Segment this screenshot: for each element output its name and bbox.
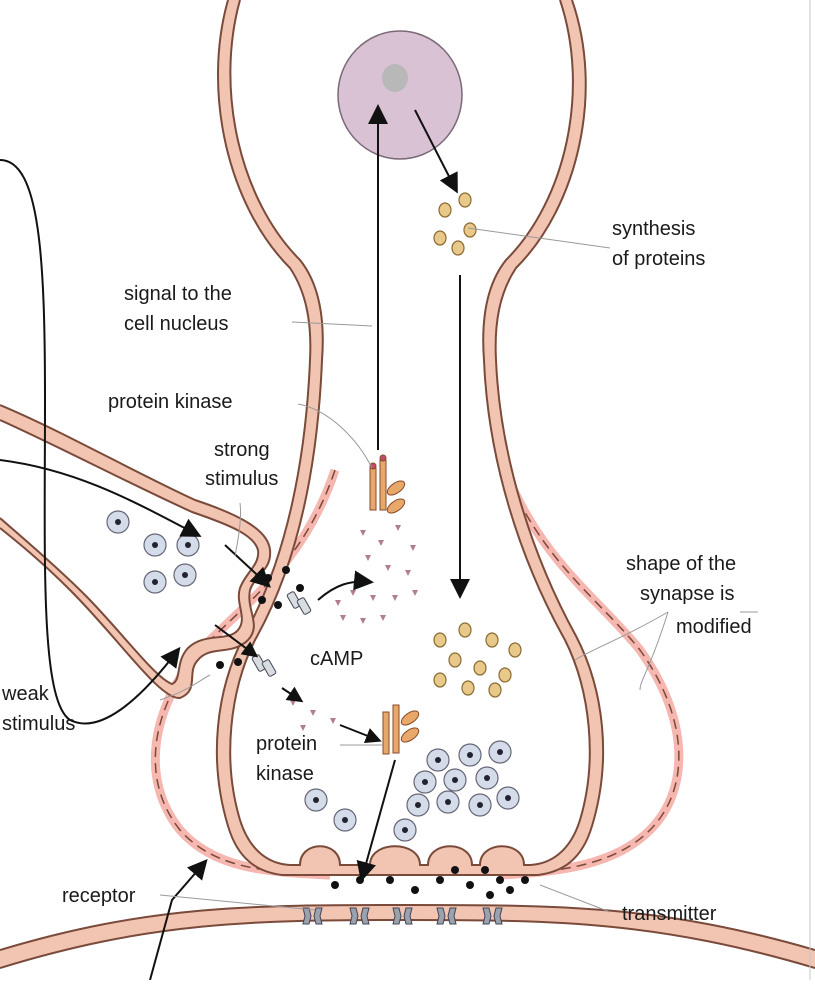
protein-kinase-top-icon: [370, 455, 407, 516]
label-strong-1: strong: [214, 439, 270, 461]
label-protein-kinase-bottom-2: kinase: [256, 763, 314, 785]
labels: synthesis of proteins signal to the cell…: [1, 218, 752, 925]
label-synthesis-2: of proteins: [612, 248, 705, 270]
kinase-arrow-2: [340, 725, 378, 740]
protein-kinase-bottom-icon: [383, 705, 421, 754]
nucleolus: [382, 64, 408, 92]
spine-vesicles: [305, 741, 519, 841]
label-shape-2: synapse is: [640, 583, 735, 605]
cell-nucleus: [338, 31, 462, 159]
kinase-arrow-1: [282, 688, 300, 700]
proteins-top: [434, 193, 476, 255]
label-shape-1: shape of the: [626, 553, 736, 575]
label-signal-2: cell nucleus: [124, 313, 229, 335]
label-synthesis-1: synthesis: [612, 218, 695, 240]
label-protein-kinase-bottom-1: protein: [256, 733, 317, 755]
label-signal-1: signal to the: [124, 283, 232, 305]
annotation-curve-weak: [0, 160, 178, 724]
camp-molecules: [290, 525, 418, 731]
label-receptor: receptor: [62, 885, 136, 907]
label-transmitter: transmitter: [622, 903, 717, 925]
camp-release-arrow: [318, 582, 370, 600]
label-weak-2: stimulus: [2, 713, 75, 735]
label-shape-3: modified: [676, 616, 752, 638]
label-camp: cAMP: [310, 648, 363, 670]
label-weak-1: weak: [1, 683, 50, 705]
label-protein-kinase-top: protein kinase: [108, 391, 233, 413]
label-strong-2: stimulus: [205, 468, 278, 490]
proteins-bottom: [434, 623, 521, 697]
